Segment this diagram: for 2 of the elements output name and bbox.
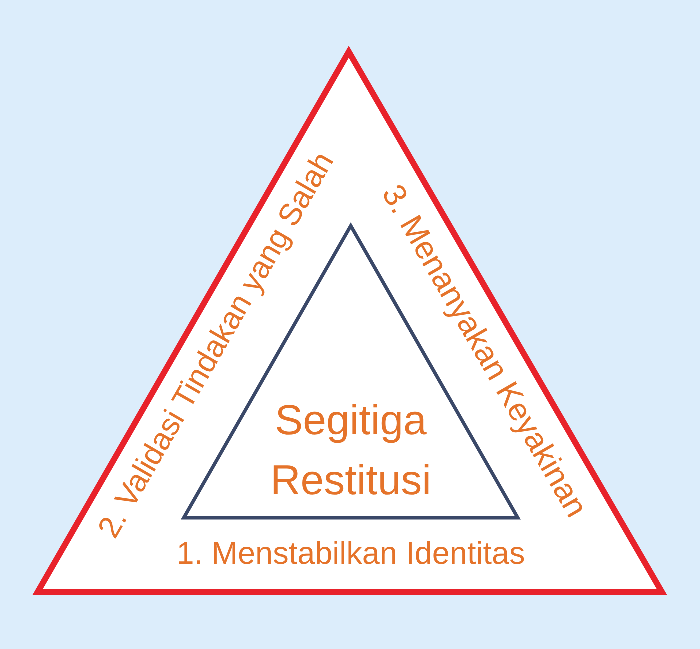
side-label: 1. Menstabilkan Identitas: [176, 534, 526, 572]
triangle-title: Segitiga Restitusi: [269, 395, 433, 505]
